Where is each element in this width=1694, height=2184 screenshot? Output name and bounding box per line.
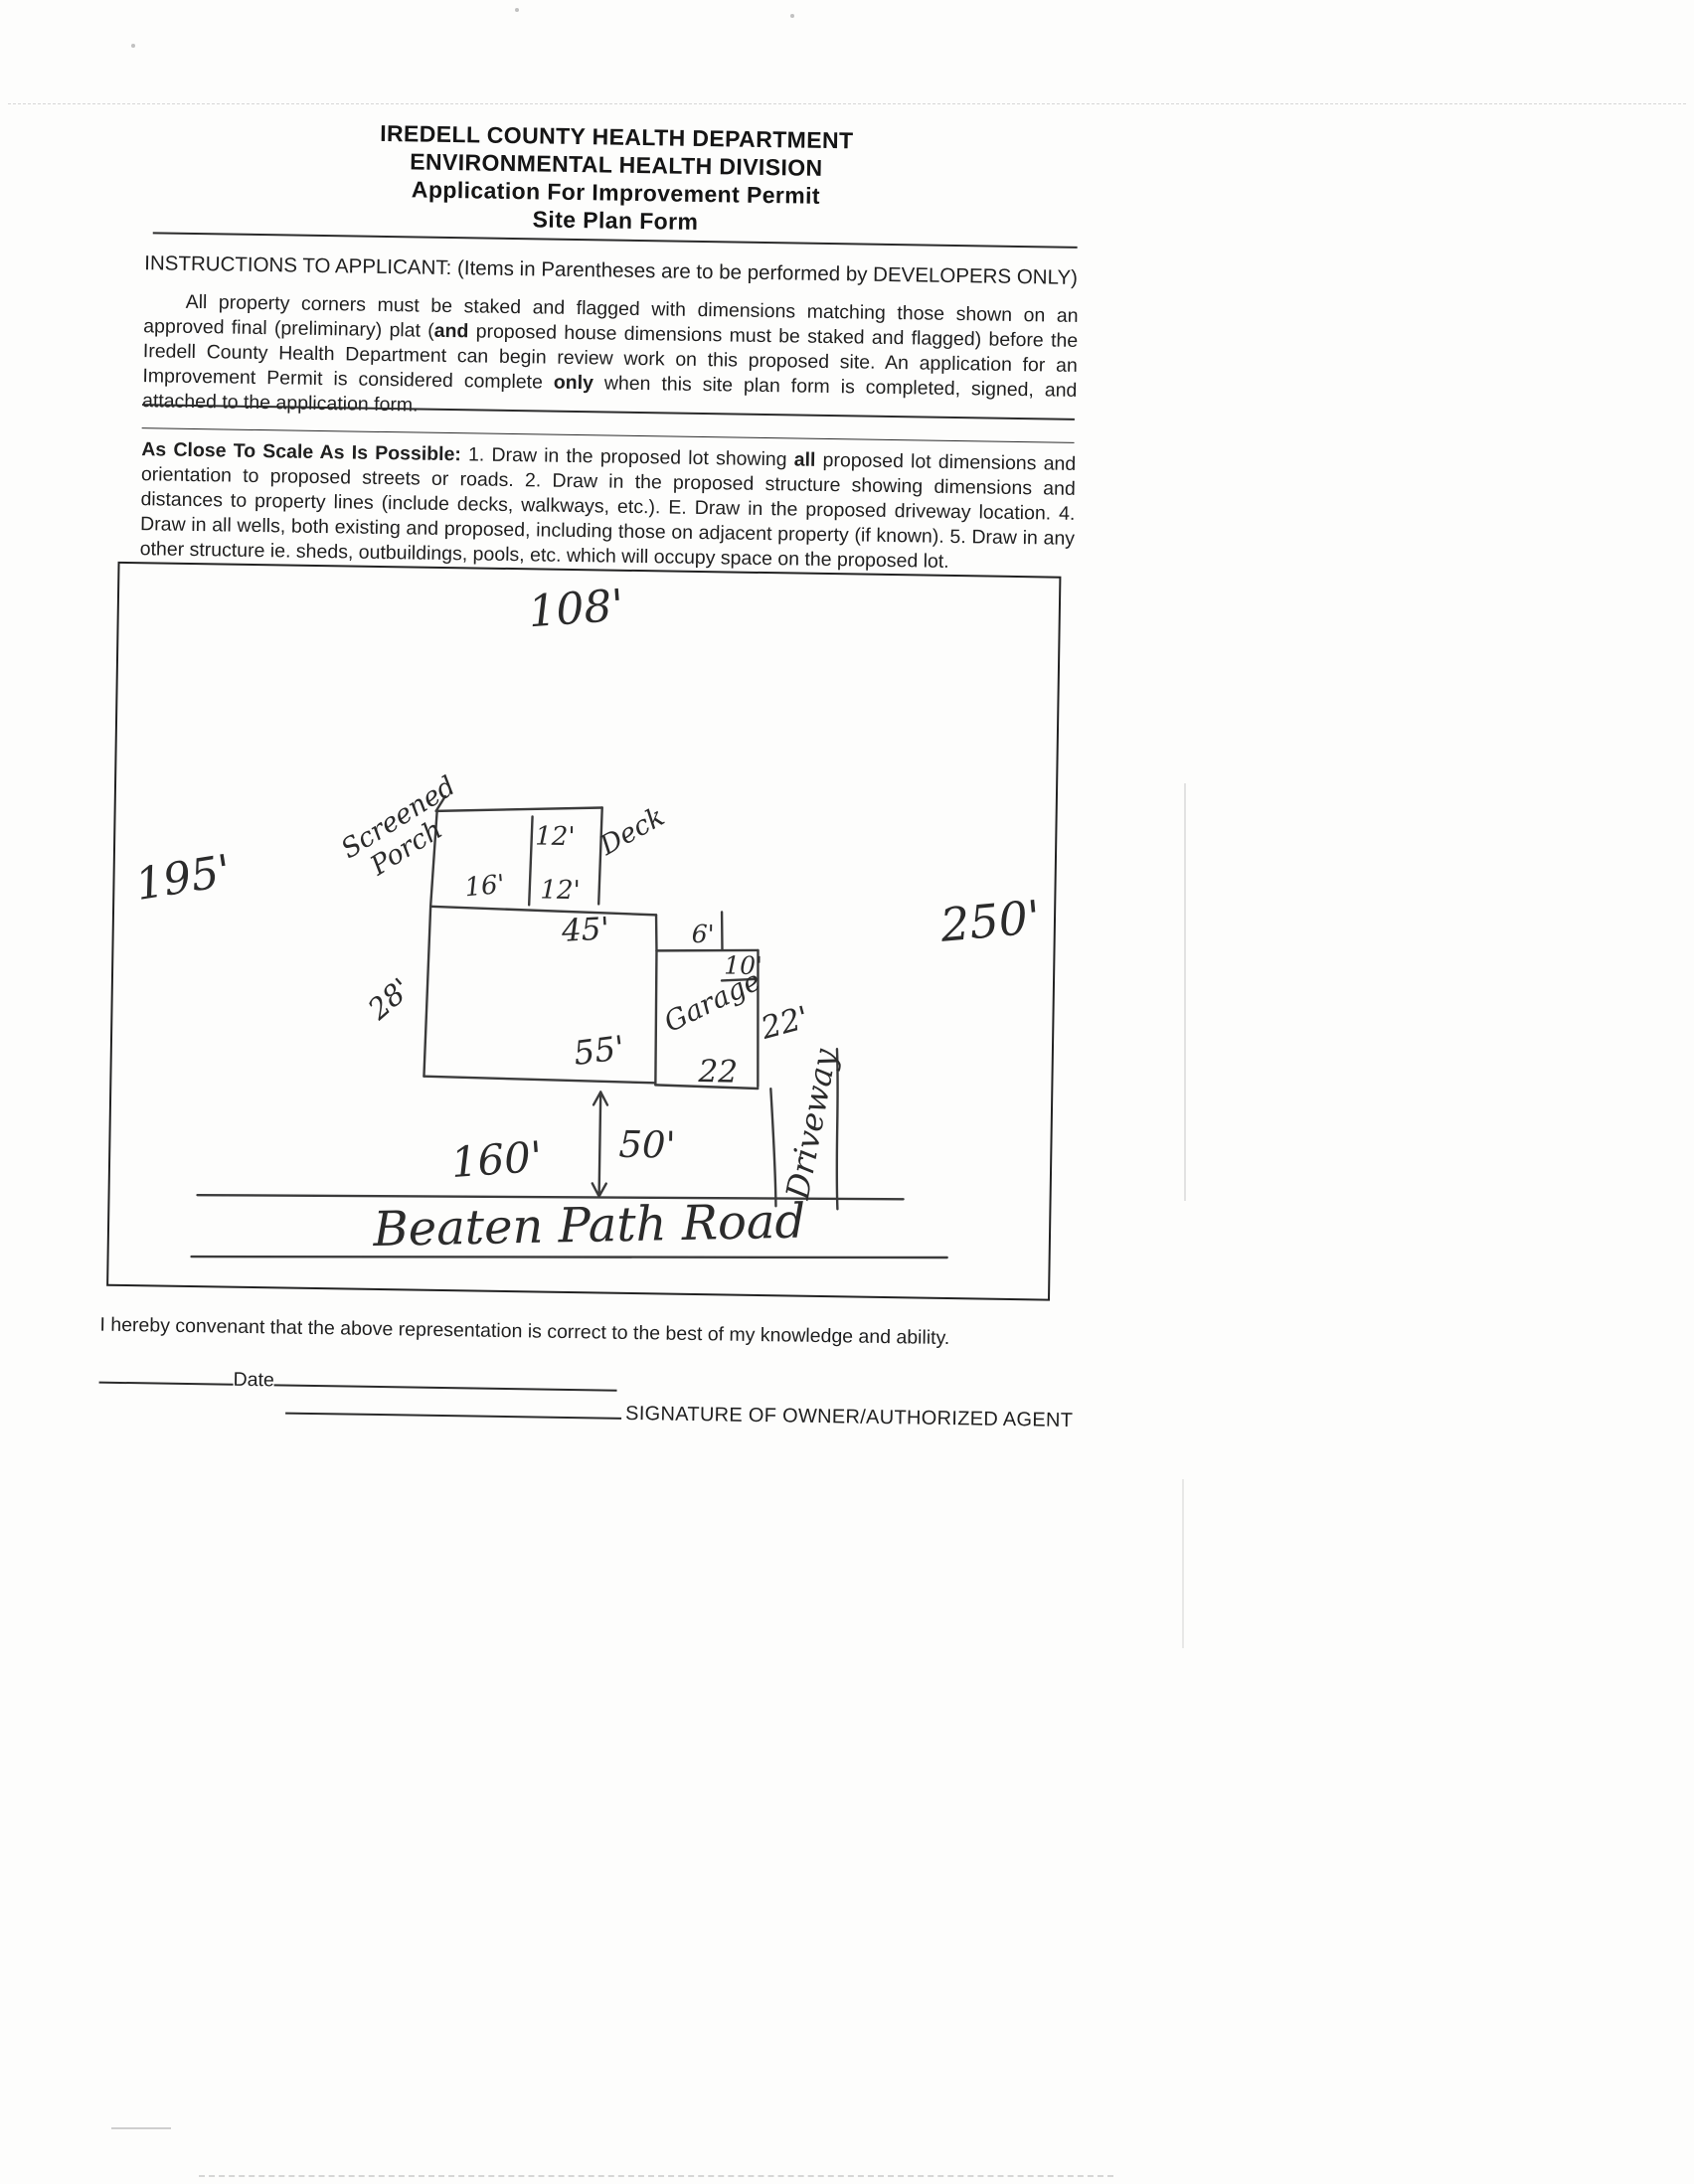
house-outline [423, 905, 658, 1085]
instructions-section: INSTRUCTIONS TO APPLICANT: (Items in Par… [142, 251, 1079, 428]
label-lot-left-depth: 195' [132, 845, 235, 911]
label-deck-depth: 12' [535, 821, 576, 852]
label-house-left-depth: 28' [361, 971, 418, 1027]
label-house-front-width: 55' [572, 1028, 627, 1073]
label-garage-right-depth: 22' [757, 1000, 813, 1048]
label-screened-porch: Screened Porch [336, 770, 461, 882]
instructions-heading-line: INSTRUCTIONS TO APPLICANT: (Items in Par… [144, 251, 1079, 290]
blank-line-before-date [98, 1363, 234, 1386]
label-house-rear-width: 45' [560, 911, 610, 949]
label-lot-right-depth: 250' [937, 890, 1043, 952]
date-line-row: Date [98, 1363, 618, 1398]
document-header: IREDELL COUNTY HEALTH DEPARTMENT ENVIRON… [153, 115, 1080, 242]
instructions-heading: INSTRUCTIONS TO APPLICANT: [144, 252, 452, 280]
label-deck: Deck [593, 801, 669, 862]
instructions-note: (Items in Parentheses are to be performe… [456, 256, 1079, 289]
date-blank-line [273, 1366, 618, 1392]
scale-text-1: 1. Draw in the proposed lot showing [460, 443, 794, 471]
covenant-statement: I hereby convenant that the above repres… [99, 1313, 950, 1350]
signature-line-row: SIGNATURE OF OWNER/AUTHORIZED AGENT [285, 1394, 1074, 1432]
scale-instructions-section: As Close To Scale As Is Possible: 1. Dra… [140, 437, 1077, 577]
date-label: Date [233, 1368, 275, 1392]
site-plan-sketch: 108' 195' 250' Screened Porch Deck 16' 1… [132, 581, 1043, 1260]
driveway-lines [769, 1048, 839, 1211]
label-road-frontage: 160' [449, 1132, 544, 1187]
label-garage-front-width: 22 [697, 1054, 738, 1091]
label-front-setback: 50' [618, 1123, 676, 1167]
signature-blank-line [285, 1394, 622, 1420]
label-driveway: Driveway [778, 1045, 845, 1203]
label-road-name: Beaten Path Road [372, 1194, 806, 1258]
road-lines [190, 1193, 948, 1260]
label-garage-rear: 10' [724, 950, 762, 980]
instructions-bold-only: only [553, 371, 594, 395]
scale-heading: As Close To Scale As Is Possible: [141, 438, 462, 466]
garage-outline [654, 911, 760, 1091]
setback-arrow [591, 1091, 609, 1198]
porch-deck-outline [428, 794, 603, 908]
signature-label: SIGNATURE OF OWNER/AUTHORIZED AGENT [624, 1402, 1074, 1432]
instructions-bold-and: and [433, 319, 469, 343]
label-deck-width: 12' [540, 876, 581, 907]
scale-bold-all: all [793, 448, 816, 471]
label-lot-top-width: 108' [527, 581, 625, 638]
label-porch-width: 16' [463, 870, 506, 903]
scale-paragraph: As Close To Scale As Is Possible: 1. Dra… [140, 437, 1077, 577]
label-garage-offset: 6' [692, 920, 715, 948]
site-plan-drawing-area: 108' 195' 250' Screened Porch Deck 16' 1… [106, 561, 1062, 1301]
